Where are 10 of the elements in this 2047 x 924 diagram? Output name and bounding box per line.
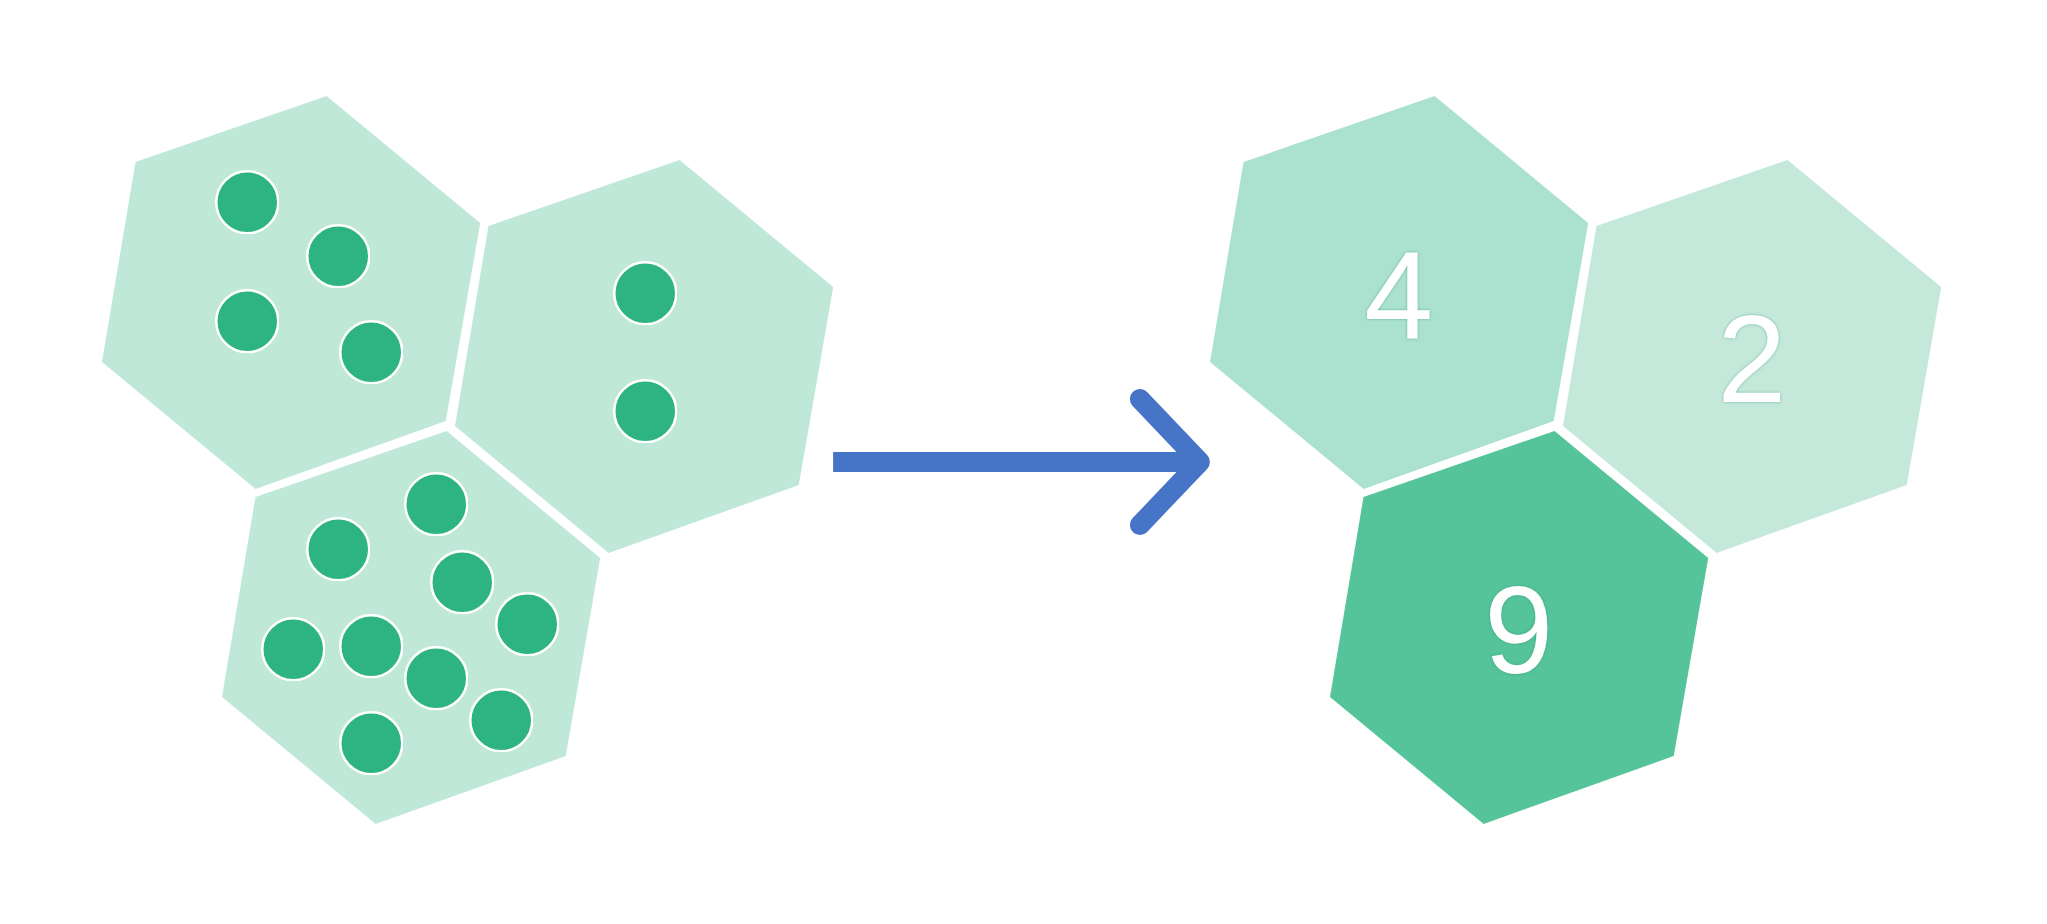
hexagon — [454, 160, 834, 553]
arrow — [833, 389, 1210, 535]
hexagon — [221, 431, 601, 824]
hexagon — [1329, 431, 1709, 824]
hexagon — [1562, 160, 1942, 553]
count-number: 9 — [1484, 568, 1554, 693]
count-number: 4 — [1364, 233, 1434, 358]
count-number: 2 — [1717, 297, 1787, 422]
hexagon — [1209, 96, 1589, 489]
hexagon — [101, 96, 481, 489]
